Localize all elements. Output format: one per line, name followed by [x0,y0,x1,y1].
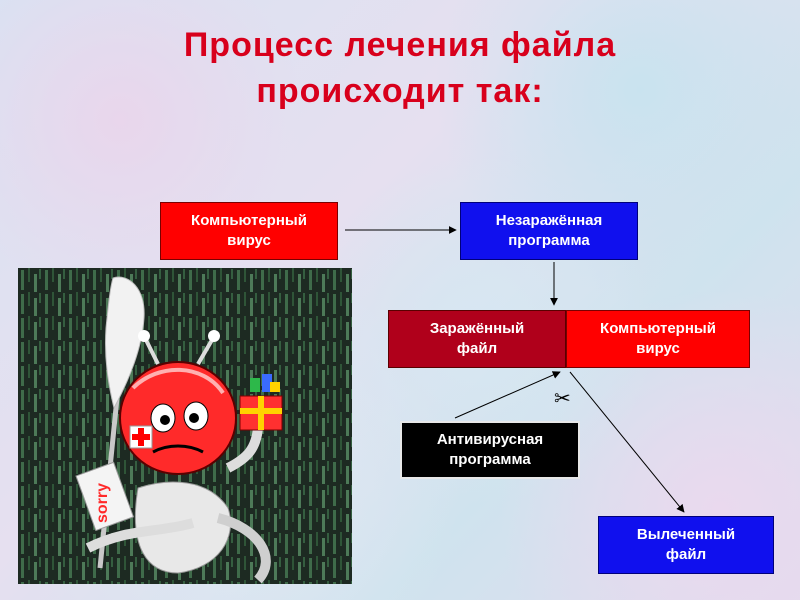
clean-program-box: Незаражённая программа [460,202,638,260]
clean-program-label: Незаражённая программа [495,212,603,249]
infected-file-label: Заражённый файл [429,320,525,357]
virus-box-label: Компьютерный вирус [191,212,307,249]
virus-box: Компьютерный вирус [160,202,338,260]
virus-illustration: sorry [18,268,352,584]
page-title: Процесс лечения файла происходит так: [0,22,800,114]
title-text: Процесс лечения файла происходит так: [183,26,617,110]
arrow-file-to-cured [569,371,685,513]
attached-virus-label: Компьютерный вирус [600,320,716,357]
cured-file-label: Вылеченный файл [636,526,736,563]
sign-text: sorry [94,483,111,523]
antivirus-label: Антивирусная программа [436,431,544,468]
arrow-antivirus-to-file [454,371,561,419]
scissors-icon: ✂ [554,388,571,410]
attached-virus-box: Компьютерный вирус [566,310,750,368]
cured-file-box: Вылеченный файл [598,516,774,574]
antivirus-box: Антивирусная программа [400,421,580,479]
infected-file-box: Заражённый файл [388,310,566,368]
